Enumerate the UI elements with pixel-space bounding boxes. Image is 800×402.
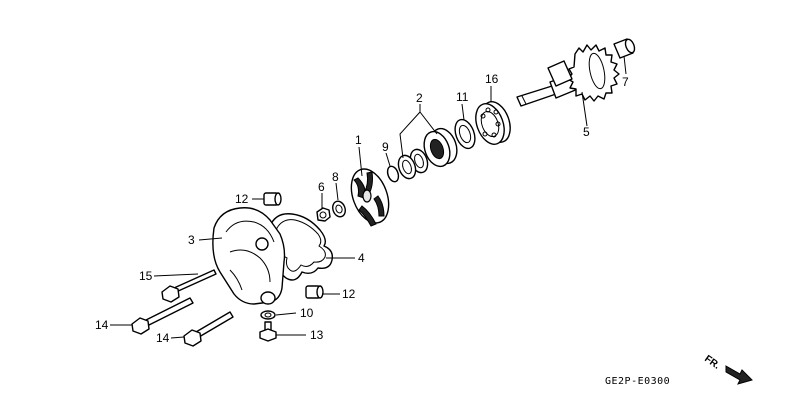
part-bearing <box>475 101 511 145</box>
callout-7: 7 <box>622 75 629 89</box>
part-mechanical-seal <box>397 127 458 180</box>
callout-12-upper: 12 <box>235 192 249 206</box>
part-bolt-lower <box>183 311 234 347</box>
callout-8: 8 <box>332 170 339 184</box>
callout-15: 15 <box>139 269 153 283</box>
part-washer <box>454 118 476 150</box>
part-seal-washer <box>386 165 400 183</box>
callout-12-lower: 12 <box>342 287 356 301</box>
part-pump-shaft <box>516 44 620 107</box>
callout-10: 10 <box>300 306 314 320</box>
callout-labels: 1 2 3 4 5 6 7 8 9 10 11 12 12 13 14 14 1… <box>95 72 629 345</box>
part-impeller <box>350 168 390 227</box>
part-dowel-pin-lower <box>305 285 324 299</box>
callout-9: 9 <box>382 140 389 154</box>
callout-13: 13 <box>310 328 324 342</box>
part-nut <box>332 200 346 218</box>
drive-gear <box>567 44 620 102</box>
forward-arrow-icon <box>725 365 753 385</box>
part-bolt-upper <box>131 297 194 335</box>
callout-14-lower: 14 <box>156 331 170 345</box>
callout-11: 11 <box>456 90 469 104</box>
leader-lines <box>110 55 627 339</box>
direction-indicator: FR. <box>702 353 753 385</box>
callout-4: 4 <box>358 251 365 265</box>
direction-label: FR. <box>702 353 722 371</box>
part-long-bolt <box>161 269 217 303</box>
callout-16: 16 <box>485 72 499 86</box>
callout-3: 3 <box>188 233 195 247</box>
callout-5: 5 <box>583 125 590 139</box>
callout-14-left: 14 <box>95 318 109 332</box>
part-pump-cover <box>212 207 286 305</box>
part-sleeve <box>613 38 636 59</box>
part-sealing-washer <box>260 310 276 320</box>
diagram-code: GE2P-E0300 <box>605 376 670 387</box>
callout-2: 2 <box>416 91 423 105</box>
part-drain-bolt <box>259 321 277 342</box>
callout-1: 1 <box>355 133 362 147</box>
part-cap-nut <box>316 207 331 222</box>
part-dowel-pin-upper <box>263 192 282 206</box>
callout-6: 6 <box>318 180 325 194</box>
